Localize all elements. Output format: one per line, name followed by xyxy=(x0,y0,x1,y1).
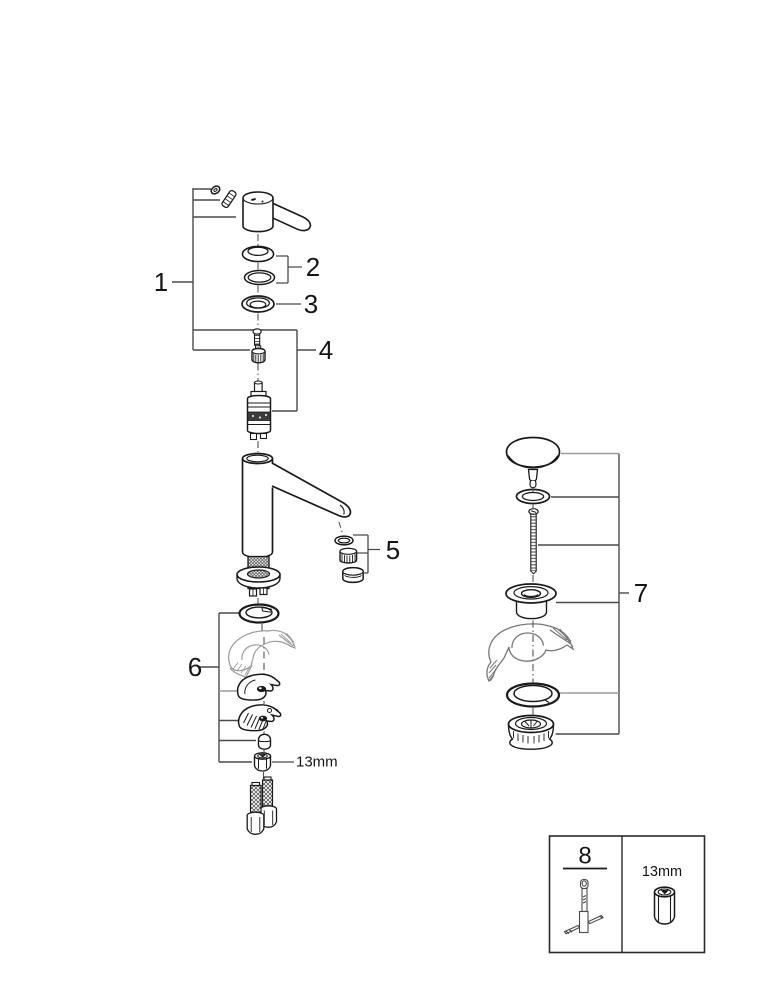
callout-bracket-1 xyxy=(172,188,236,350)
callout-bracket-4 xyxy=(193,329,316,412)
callout-2-label: 2 xyxy=(306,252,320,282)
drain-screw-drawing xyxy=(528,508,539,575)
callout-1-label: 1 xyxy=(154,267,168,297)
wrench-size-label: 13mm xyxy=(296,754,338,771)
mounting-claw-toothed-drawing xyxy=(237,704,282,732)
drain-plug-drawing xyxy=(505,436,561,489)
o-ring-drawing xyxy=(243,269,276,286)
drain-washer-drawing xyxy=(505,682,561,708)
drain-nut-drawing xyxy=(507,714,555,750)
base-gasket-drawing xyxy=(238,603,280,624)
callout-bracket-5 xyxy=(353,534,380,574)
cap-ring-drawing xyxy=(241,245,275,263)
aerator-parts-drawing xyxy=(334,521,364,584)
mounting-claw-smooth-drawing xyxy=(236,673,281,701)
handle-drawing xyxy=(242,191,312,233)
centerline-dashes-part6 xyxy=(257,598,265,779)
cartridge-drawing xyxy=(246,380,272,441)
drain-flange-drawing xyxy=(505,583,557,620)
drain-o-ring-drawing xyxy=(515,488,551,505)
sink-cross-section-left xyxy=(228,629,297,678)
callout-5-label: 5 xyxy=(386,535,400,565)
sleeve-nut-13mm-drawing xyxy=(253,752,272,772)
callout-bracket-6 xyxy=(200,612,256,763)
mounting-tool-drawing xyxy=(563,878,604,935)
faucet-body-drawing xyxy=(241,452,352,559)
mounting-ring-drawing xyxy=(241,295,275,313)
callout-3-label: 3 xyxy=(304,289,318,319)
callout-bracket-7 xyxy=(538,452,629,735)
callout-bracket-2 xyxy=(276,255,302,284)
sink-cross-section-right xyxy=(486,623,575,683)
callout-4-label: 4 xyxy=(319,335,333,365)
legend-box xyxy=(548,835,706,954)
callout-7-label: 7 xyxy=(634,578,648,608)
cartridge-nut-drawing xyxy=(251,345,266,364)
cap-nut-drawing xyxy=(257,733,272,750)
shank-flange-drawing xyxy=(236,566,281,597)
handle-screw-cap-drawing xyxy=(210,185,221,195)
legend-nut-drawing xyxy=(653,886,676,925)
callout-6-label: 6 xyxy=(188,652,202,682)
supply-hoses-drawing xyxy=(246,776,278,835)
legend-tool-number: 8 xyxy=(578,843,591,870)
handle-fixing-screw-drawing xyxy=(252,328,262,349)
legend-nut-size: 13mm xyxy=(642,864,682,880)
handle-set-screw-drawing xyxy=(221,189,237,209)
